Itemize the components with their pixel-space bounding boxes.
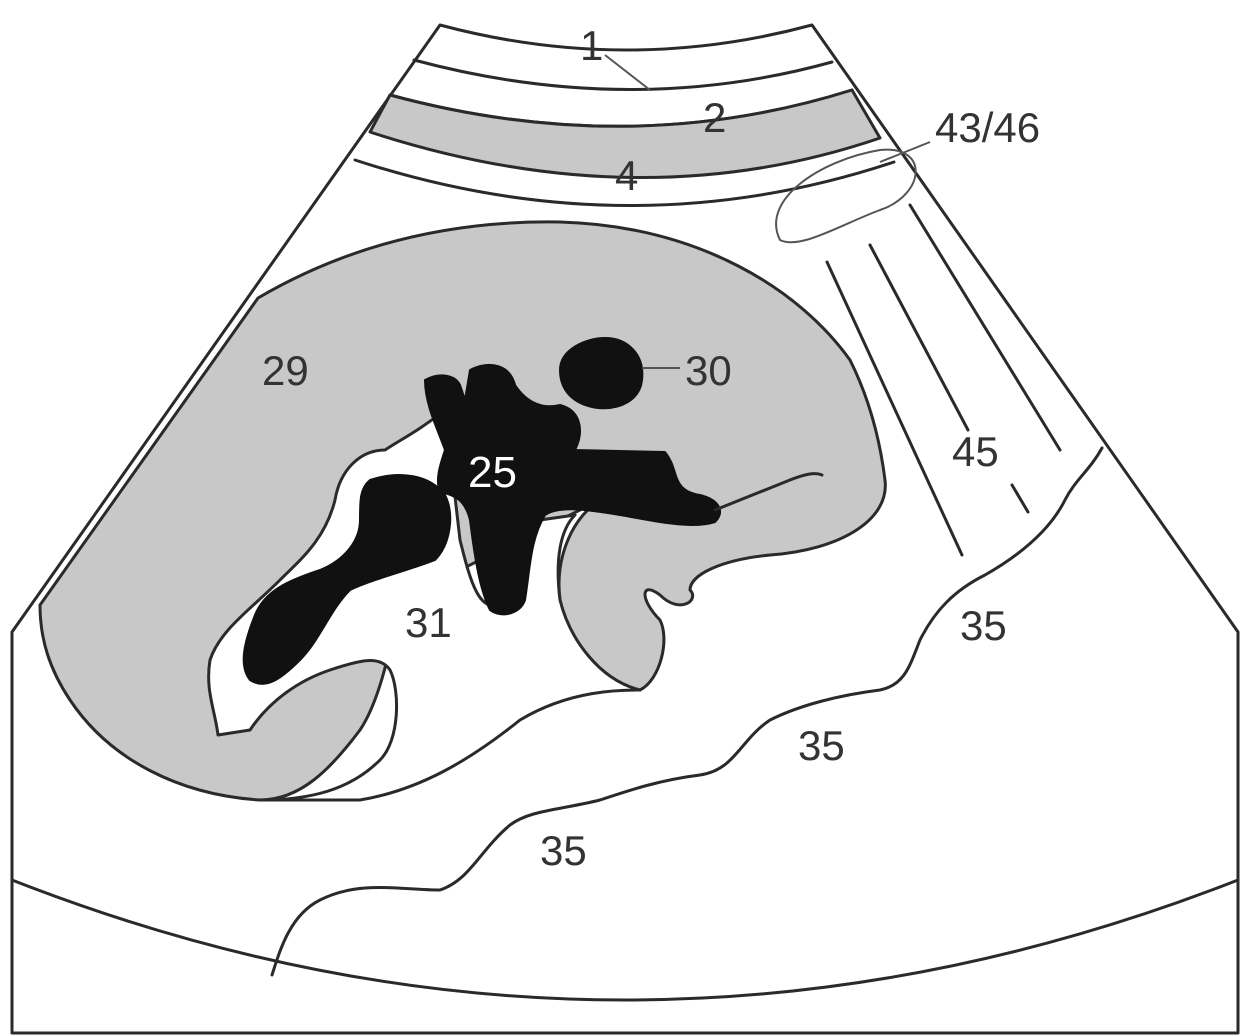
label-35-middle: 35 <box>798 722 845 769</box>
label-2: 2 <box>703 94 726 141</box>
label-31: 31 <box>405 599 452 646</box>
vessel-30 <box>560 338 642 408</box>
label-30: 30 <box>685 347 732 394</box>
label-29: 29 <box>262 347 309 394</box>
label-45: 45 <box>952 428 999 475</box>
label-43-46: 43/46 <box>935 104 1040 151</box>
label-1: 1 <box>580 22 603 69</box>
label-4: 4 <box>615 152 638 199</box>
label-25: 25 <box>468 448 517 497</box>
label-35-upper: 35 <box>960 602 1007 649</box>
label-35-lower: 35 <box>540 827 587 874</box>
